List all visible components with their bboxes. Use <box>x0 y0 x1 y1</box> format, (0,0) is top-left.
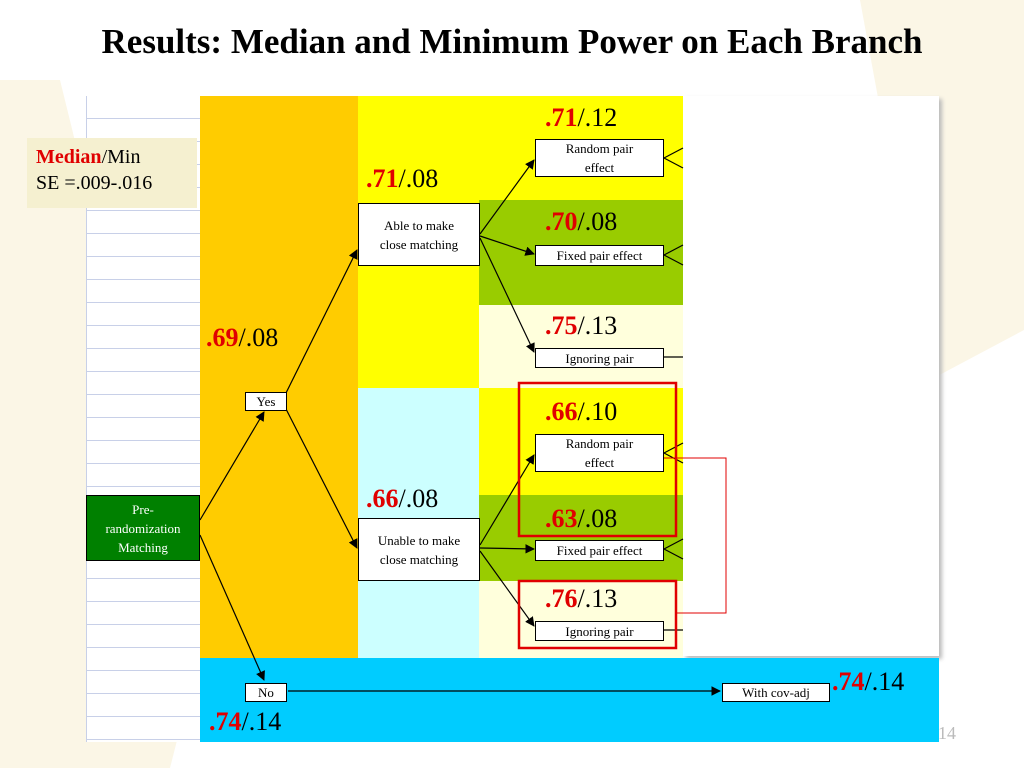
value-ignoring1-min: /.13 <box>577 311 618 340</box>
value-fixed1: .70/.08 <box>545 208 617 237</box>
no-node-box: No <box>245 683 287 702</box>
random1-node-box: Random pair effect <box>535 139 664 177</box>
value-random1-median: .71 <box>545 103 578 132</box>
value-fixed2-min: /.08 <box>577 504 618 533</box>
value-ignoring2: .76/.13 <box>545 585 617 614</box>
able-node-line-1: Able to make <box>383 217 455 233</box>
value-random2-min: /.10 <box>577 397 618 426</box>
root-node-line-3: Matching <box>118 539 168 555</box>
ignoring2-label: Ignoring pair <box>565 623 634 639</box>
value-no: .74/.14 <box>209 708 281 737</box>
value-no-median: .74 <box>209 707 242 736</box>
root-node-line-2: randomization <box>105 520 181 536</box>
value-no-min: /.14 <box>241 707 282 736</box>
orange-region <box>200 96 358 658</box>
value-random2: .66/.10 <box>545 398 617 427</box>
unable-node-box: Unable to make close matching <box>358 518 480 581</box>
value-covadj: .74/.14 <box>832 668 904 697</box>
value-yes-median: .69 <box>206 323 239 352</box>
value-ignoring2-median: .76 <box>545 584 578 613</box>
random2-line-1: Random pair <box>565 436 634 451</box>
value-ignoring1-median: .75 <box>545 311 578 340</box>
value-random2-median: .66 <box>545 397 578 426</box>
legend-min-label: /Min <box>101 146 141 168</box>
value-able: .71/.08 <box>366 165 438 194</box>
value-ignoring2-min: /.13 <box>577 584 618 613</box>
light-yellow-region-1 <box>479 305 683 388</box>
value-covadj-min: /.14 <box>864 667 905 696</box>
value-able-median: .71 <box>366 164 399 193</box>
root-node-line-1: Pre- <box>132 501 154 517</box>
page-number: 14 <box>938 723 956 743</box>
yes-node-box: Yes <box>245 392 287 411</box>
covadj-label: With cov-adj <box>742 685 810 700</box>
value-fixed1-median: .70 <box>545 207 578 236</box>
unable-node-line-2: close matching <box>379 551 459 567</box>
able-node-line-2: close matching <box>379 236 459 252</box>
fixed1-node-box: Fixed pair effect <box>535 245 664 266</box>
legend-box: Median/Min SE =.009-.016 <box>27 138 197 208</box>
yes-node-label: Yes <box>256 394 276 409</box>
value-yes: .69/.08 <box>206 324 278 353</box>
fixed2-node-box: Fixed pair effect <box>535 540 664 561</box>
fixed1-label: Fixed pair effect <box>556 248 643 263</box>
random2-line-2: effect <box>584 455 615 470</box>
value-unable: .66/.08 <box>366 485 438 514</box>
able-node-box: Able to make close matching <box>358 203 480 266</box>
value-covadj-median: .74 <box>832 667 865 696</box>
random1-line-1: Random pair <box>565 141 634 156</box>
ignoring2-node-box: Ignoring pair <box>535 621 664 641</box>
ignoring1-node-box: Ignoring pair <box>535 348 664 368</box>
value-fixed1-min: /.08 <box>577 207 618 236</box>
value-able-min: /.08 <box>398 164 439 193</box>
value-fixed2-median: .63 <box>545 504 578 533</box>
value-fixed2: .63/.08 <box>545 505 617 534</box>
random1-line-2: effect <box>584 160 615 175</box>
ignoring1-label: Ignoring pair <box>565 350 634 366</box>
page-title: Results: Median and Minimum Power on Eac… <box>101 22 923 61</box>
value-yes-min: /.08 <box>238 323 279 352</box>
no-node-label: No <box>258 685 274 700</box>
light-yellow-region-2 <box>479 581 683 658</box>
legend-se-label: SE =.009-.016 <box>36 172 153 194</box>
unable-node-line-1: Unable to make <box>377 532 461 548</box>
value-unable-min: /.08 <box>398 484 439 513</box>
green-region-2 <box>479 495 683 581</box>
value-ignoring1: .75/.13 <box>545 312 617 341</box>
value-random1-min: /.12 <box>577 103 618 132</box>
covadj-node-box: With cov-adj <box>722 683 830 702</box>
value-unable-median: .66 <box>366 484 399 513</box>
legend-median-label: Median <box>36 146 102 168</box>
random2-node-box: Random pair effect <box>535 434 664 472</box>
fixed2-label: Fixed pair effect <box>556 543 643 558</box>
value-random1: .71/.12 <box>545 104 617 133</box>
